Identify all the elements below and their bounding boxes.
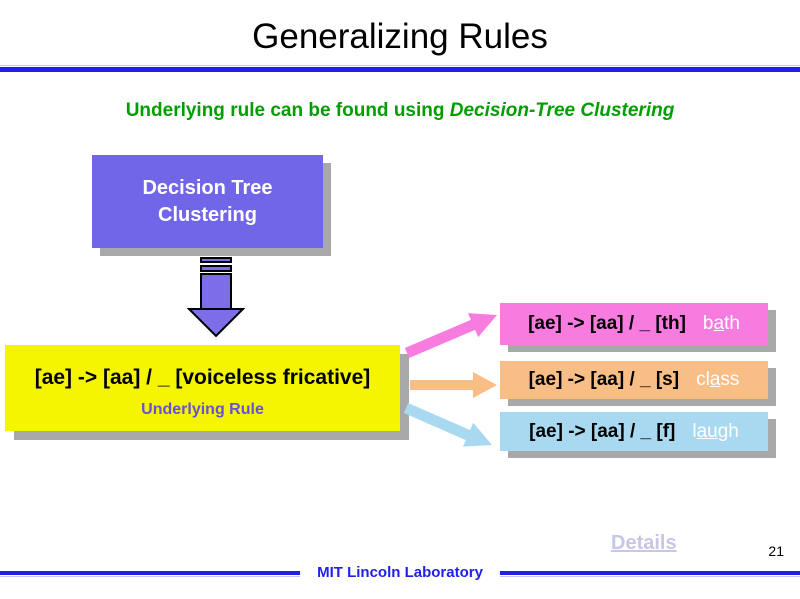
blue-arrow-icon — [403, 402, 492, 447]
underlying-rule-label: Underlying Rule — [141, 401, 264, 418]
subtitle-italic-text: Decision-Tree Clustering — [449, 100, 675, 121]
example-rule: [ae] -> [aa] / _ [f] — [529, 420, 676, 442]
orange-arrow-icon — [410, 372, 497, 398]
example-word: class — [696, 369, 740, 390]
page-number: 21 — [768, 543, 784, 559]
example-box-bath: [ae] -> [aa] / _ [th] bath — [500, 303, 768, 345]
example-box-class: [ae] -> [aa] / _ [s] class — [500, 361, 768, 399]
subtitle: Underlying rule can be found using Decis… — [0, 100, 800, 122]
striped-down-arrow-icon — [186, 257, 246, 338]
top-divider-highlight — [0, 65, 800, 66]
decision-tree-clustering-box: Decision Tree Clustering — [92, 155, 323, 248]
source-box-line2: Clustering — [158, 203, 257, 226]
example-word: laugh — [692, 420, 739, 442]
underlying-rule-text: [ae] -> [aa] / _ [voiceless fricative] — [34, 366, 371, 389]
example-rule: [ae] -> [aa] / _ [s] — [528, 369, 680, 390]
footer-text: MIT Lincoln Laboratory — [300, 563, 500, 582]
footer: MIT Lincoln Laboratory — [0, 563, 800, 582]
example-arrows — [403, 313, 497, 447]
underlying-rule-box: [ae] -> [aa] / _ [voiceless fricative] U… — [5, 345, 400, 431]
top-divider-line — [0, 67, 800, 72]
pink-arrow-icon — [404, 313, 497, 359]
source-box-line1: Decision Tree — [142, 176, 273, 199]
example-word: bath — [702, 313, 740, 334]
page-title: Generalizing Rules — [252, 17, 548, 56]
example-box-laugh: [ae] -> [aa] / _ [f] laugh — [500, 412, 768, 451]
subtitle-plain-text: Underlying rule can be found using — [125, 100, 450, 121]
example-rule: [ae] -> [aa] / _ [th] — [528, 313, 686, 334]
details-link[interactable]: Details — [611, 532, 677, 554]
